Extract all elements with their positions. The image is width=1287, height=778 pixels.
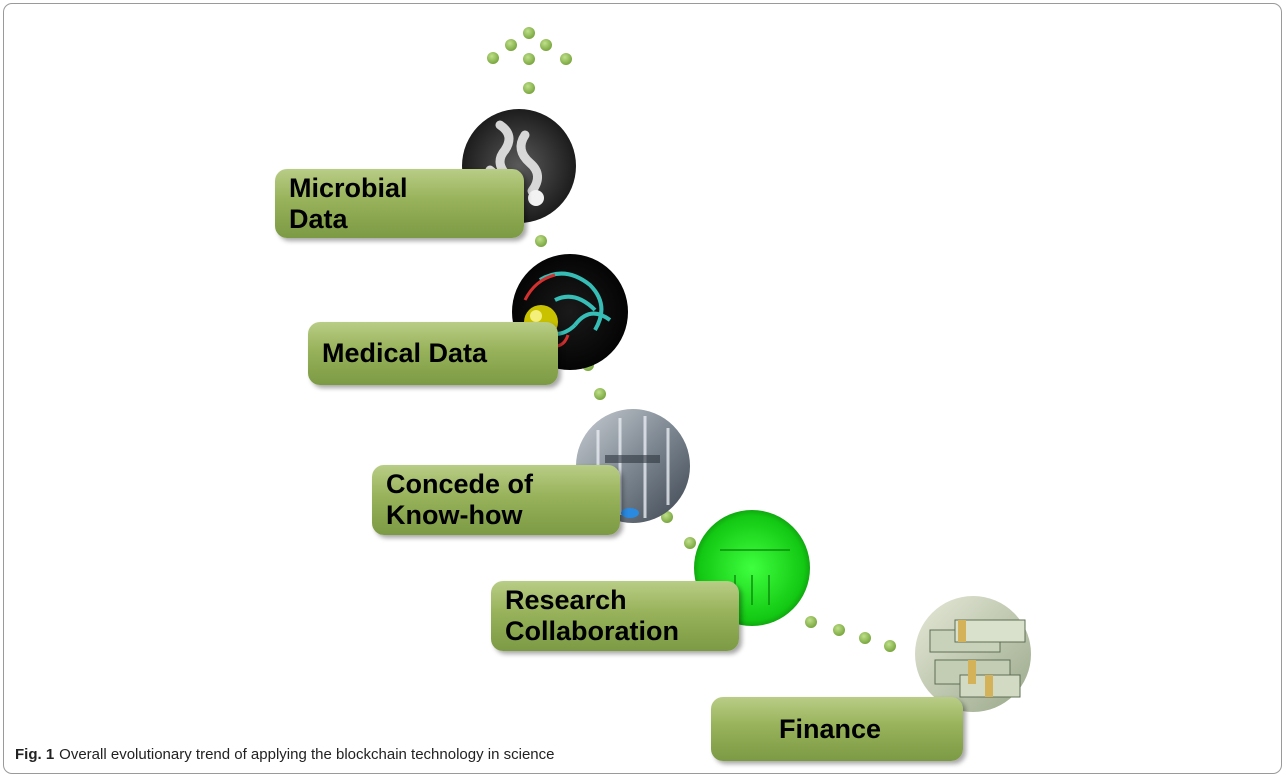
- connector-dot: [684, 537, 696, 549]
- caption-prefix: Fig. 1: [15, 746, 55, 763]
- connector-dot: [805, 616, 817, 628]
- step-label-medical: Medical Data: [308, 322, 558, 385]
- connector-dot: [505, 39, 517, 51]
- finance-image: [915, 596, 1031, 712]
- connector-dot: [859, 632, 871, 644]
- connector-dots: [535, 235, 896, 652]
- connector-dot: [884, 640, 896, 652]
- connector-dot: [833, 624, 845, 636]
- connector-dot: [661, 511, 673, 523]
- label-line: Concede of: [386, 469, 534, 499]
- label-line: Finance: [779, 713, 882, 744]
- connector-dot: [540, 39, 552, 51]
- caption-text: Overall evolutionary trend of applying t…: [59, 746, 555, 763]
- step-label-microbial: Microbial Data: [275, 169, 524, 238]
- connector-dot: [535, 235, 547, 247]
- label-line: Medical Data: [322, 338, 488, 368]
- label-line: Data: [289, 203, 348, 234]
- top-dot-cluster: [487, 27, 572, 94]
- step-label-know-how: Concede of Know-how: [372, 465, 620, 535]
- step-label-research: Research Collaboration: [491, 581, 739, 651]
- connector-dot: [487, 52, 499, 64]
- label-line: Know-how: [386, 500, 523, 530]
- label-line: Research: [505, 585, 627, 615]
- step-label-finance: Finance: [711, 697, 963, 761]
- figure-frame: [3, 3, 1282, 774]
- connector-dot: [523, 82, 535, 94]
- connector-dot: [560, 53, 572, 65]
- connector-dot: [523, 27, 535, 39]
- label-line: Microbial: [289, 172, 408, 203]
- connector-dot: [523, 53, 535, 65]
- connector-dot: [594, 388, 606, 400]
- label-line: Collaboration: [505, 616, 679, 646]
